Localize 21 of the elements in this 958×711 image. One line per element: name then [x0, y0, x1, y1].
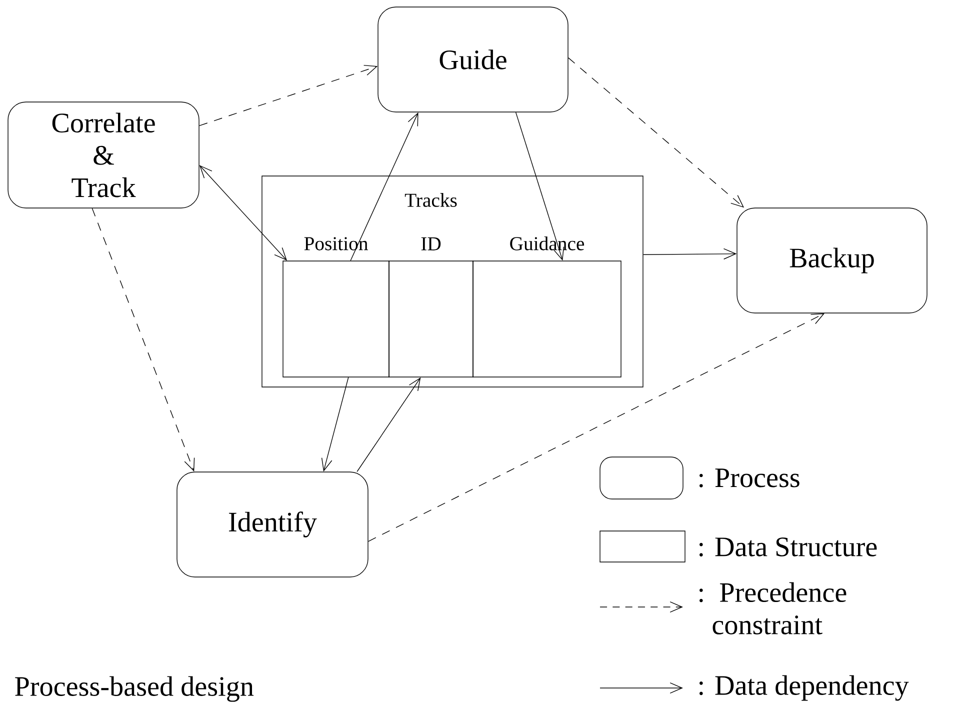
legend-label: : Precedence constraint: [700, 582, 846, 634]
arrow: [642, 248, 737, 260]
legend-label: : Data Structure: [700, 538, 877, 556]
legend-label: : Data dependency: [700, 675, 909, 701]
dashed-arrow: [368, 313, 825, 542]
process-box: Identify: [176, 472, 368, 578]
process-box: Guide: [378, 6, 568, 112]
node-label: ID: [421, 237, 441, 250]
process-box: Correlate & Track: [8, 102, 200, 208]
caption: Process-based design: [15, 676, 254, 702]
arrow: [199, 165, 288, 261]
arrow: [350, 112, 418, 261]
dashed-arrow: [199, 64, 378, 126]
arrow: [356, 377, 421, 472]
table-column: ID: [388, 237, 474, 378]
legend-label: : Process: [700, 468, 800, 488]
dashed-arrow: [568, 57, 744, 208]
arrow: [515, 112, 564, 261]
process-box: Backup: [736, 208, 928, 314]
dashed-arrow: [92, 208, 195, 472]
arrow: [321, 377, 349, 472]
